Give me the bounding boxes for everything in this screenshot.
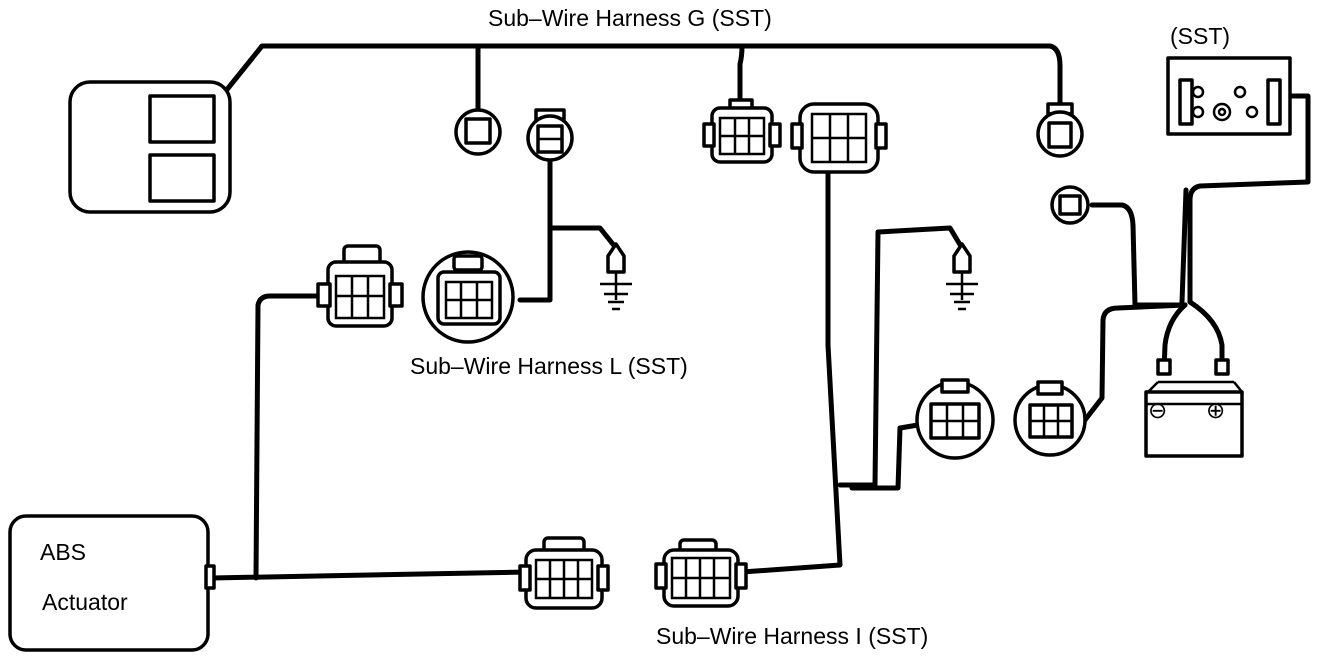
connector-abs-main: [518, 536, 610, 610]
connector-abs-branch: [316, 244, 404, 328]
harness-i-label: Sub–Wire Harness I (SST): [656, 623, 928, 649]
ground-symbol-2: [946, 242, 978, 311]
harness-l-label: Sub–Wire Harness L (SST): [410, 353, 688, 379]
connector-i-round: [915, 378, 995, 460]
connector-g-round-2: [1036, 102, 1084, 158]
connector-i-bottom: [654, 538, 748, 608]
connector-battery-round: [1013, 380, 1087, 457]
abs-main-wire: [209, 569, 529, 581]
ground-symbol-1: [600, 242, 632, 311]
battery-pos-lead: [1187, 299, 1225, 375]
harness-i-branch-b: [849, 422, 921, 491]
abs-actuator-label-line2: Actuator: [42, 589, 128, 615]
harness-g-branch-2: [737, 43, 745, 103]
abs-actuator-box: ABS Actuator: [8, 514, 216, 652]
harness-g-wire: [222, 43, 1063, 111]
connector-l-large: [421, 250, 515, 344]
left-connector-wire: [1082, 302, 1188, 423]
bridge-wire: [1089, 202, 1188, 308]
harness-i-wire: [739, 167, 843, 575]
abs-branch-wire: [253, 293, 325, 581]
harness-g-label: Sub–Wire Harness G (SST): [488, 5, 772, 31]
harness-i-branch-a: [837, 225, 965, 488]
sst-cable-2: [1179, 187, 1189, 305]
battery-positive-sign: ⊕: [1206, 397, 1225, 423]
abs-actuator-label-line1: ABS: [40, 539, 86, 565]
battery-neg-lead: [1161, 302, 1188, 375]
battery-negative-sign: ⊖: [1148, 397, 1167, 423]
ecu-box: [68, 80, 232, 214]
wiring: [209, 43, 1311, 581]
sst-box: [1166, 56, 1292, 136]
connector-g-6pin: [702, 98, 782, 164]
sst-label: (SST): [1170, 23, 1230, 49]
harness-l-wire: [517, 147, 553, 303]
connector-small-round: [1050, 185, 1090, 225]
sst-cable: [1187, 93, 1311, 305]
harness-l-ground-wire: [547, 225, 619, 251]
connector-l-round-top: [526, 108, 574, 162]
connector-g-round-1: [454, 108, 502, 156]
connector-i-6pin: [790, 102, 888, 174]
battery: ⊖ ⊕: [1144, 358, 1244, 458]
